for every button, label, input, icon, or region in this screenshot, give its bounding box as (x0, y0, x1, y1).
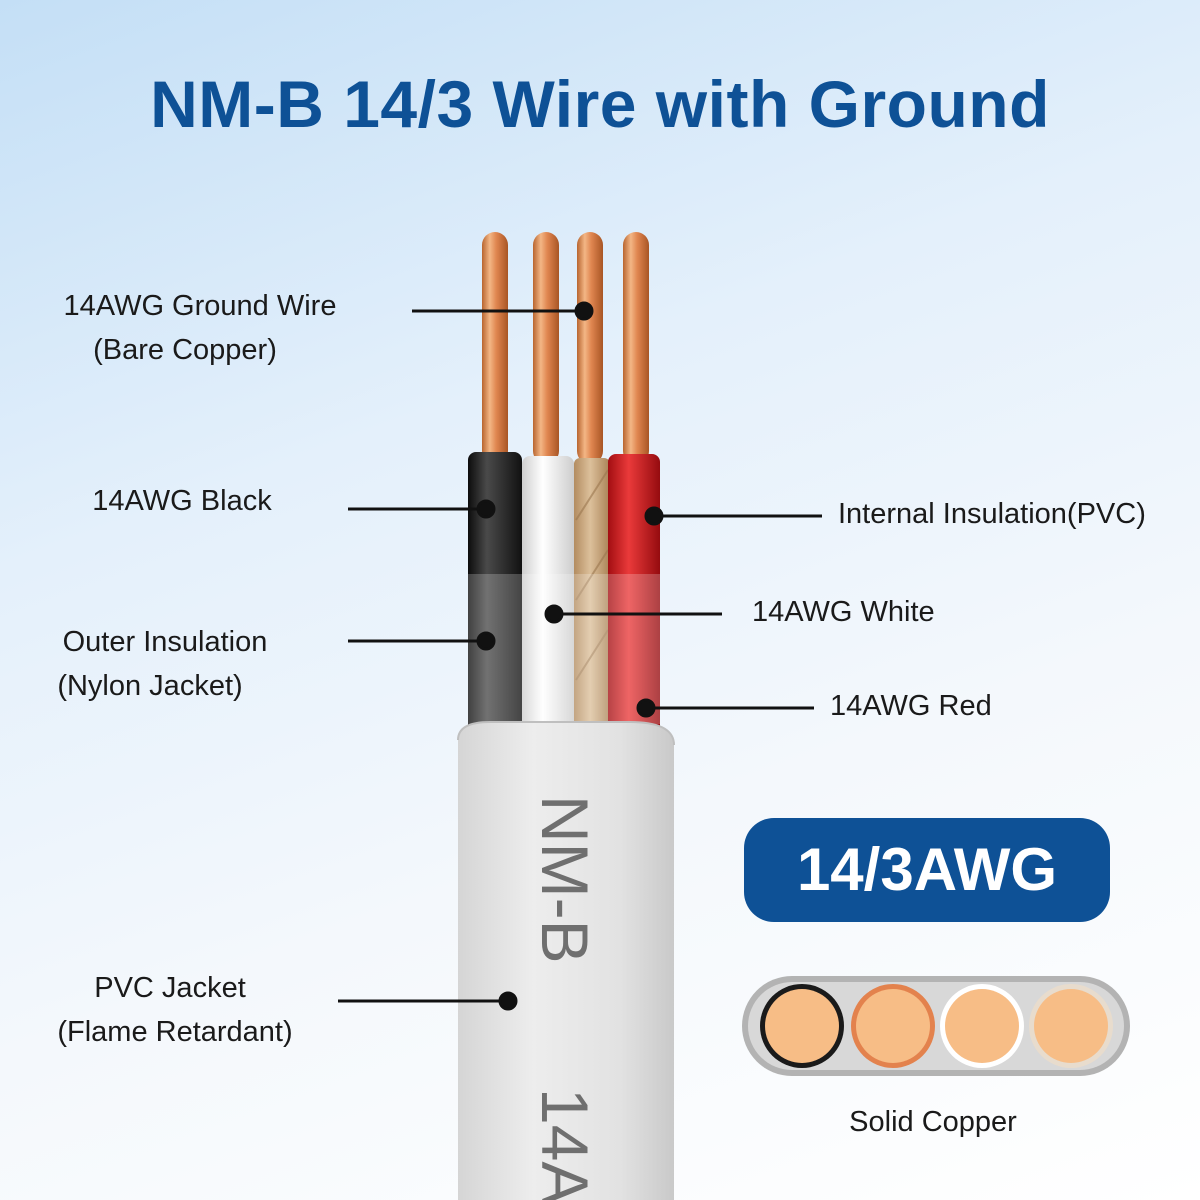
copper-conductor-1 (482, 232, 508, 464)
cross-section (742, 976, 1130, 1076)
label-black: 14AWG Black (92, 485, 272, 517)
nylon-jacket-band (468, 574, 660, 724)
label-outer-insulation: Outer Insulation (Nylon Jacket) (57, 626, 268, 702)
label-red: 14AWG Red (830, 690, 992, 722)
jacket-print-nmb: NM-B (528, 795, 602, 964)
label-ground-wire: 14AWG Ground Wire (Bare Copper) (63, 290, 337, 366)
page-title: NM-B 14/3 Wire with Ground (150, 67, 1050, 141)
copper-conductor-ground (577, 232, 603, 464)
red-wire (608, 454, 660, 752)
cross-section-caption: Solid Copper (849, 1106, 1017, 1138)
label-white: 14AWG White (752, 596, 935, 628)
white-wire (522, 456, 574, 752)
copper-conductor-2 (533, 232, 559, 464)
gauge-badge: 14/3AWG (744, 818, 1110, 922)
copper-conductor-3 (623, 232, 649, 464)
paper-wrap (574, 458, 610, 752)
jacket-print-14a: 14A (528, 1088, 602, 1200)
label-internal-insulation: Internal Insulation(PVC) (838, 498, 1146, 530)
black-wire (468, 452, 522, 752)
label-pvc-jacket: PVC Jacket (Flame Retardant) (57, 972, 293, 1048)
pvc-jacket (458, 722, 674, 1200)
